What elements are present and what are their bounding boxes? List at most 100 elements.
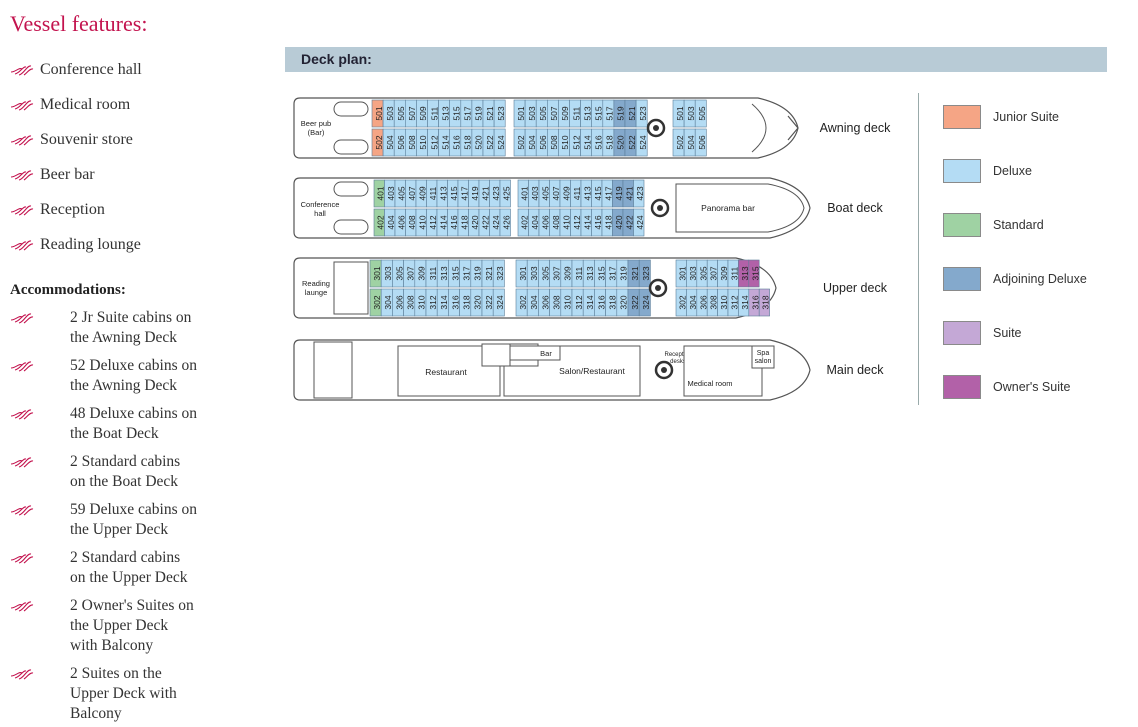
room-label: desks — [670, 359, 686, 365]
cabin-number: 522 — [485, 135, 495, 149]
cabin-number: 512 — [429, 135, 439, 149]
cabin-number: 414 — [439, 215, 449, 229]
cabin-number: 308 — [405, 295, 415, 309]
cabin-number: 316 — [750, 295, 760, 309]
cabin-number: 501 — [374, 106, 384, 120]
cabin-number: 505 — [396, 106, 406, 120]
cabin-number: 314 — [585, 295, 595, 309]
cabin-number: 316 — [450, 295, 460, 309]
room-label: Beer pub — [301, 119, 331, 128]
cabin-number: 519 — [474, 106, 484, 120]
cabin-number: 425 — [502, 186, 512, 200]
room-label: Bar — [540, 349, 552, 358]
panorama-bar-room — [675, 183, 805, 233]
cabin-number: 521 — [485, 106, 495, 120]
room-label: hall — [314, 209, 326, 218]
legend-swatch — [943, 267, 981, 291]
legend-item: Adjoining Deluxe — [943, 267, 1087, 291]
deck-label: Awning deck — [820, 121, 891, 135]
swirl-ornament-icon — [10, 204, 34, 216]
life-ring-center — [661, 367, 667, 373]
cabin-number: 308 — [709, 295, 719, 309]
cabin-number: 315 — [750, 266, 760, 280]
cabin-number: 513 — [582, 106, 592, 120]
medical-room — [683, 345, 763, 397]
cabin-number: 502 — [516, 135, 526, 149]
cabin-number: 516 — [594, 135, 604, 149]
cabin-number: 418 — [460, 215, 470, 229]
cabin-number: 515 — [452, 106, 462, 120]
cabin-number: 321 — [630, 266, 640, 280]
cabin-number: 424 — [635, 215, 645, 229]
cabin-number: 503 — [686, 106, 696, 120]
cabin-number: 521 — [627, 106, 637, 120]
accommodation-line: the Boat Deck — [70, 425, 159, 442]
cabin-number: 308 — [551, 295, 561, 309]
deck-label: Upper deck — [823, 281, 888, 295]
cabin-number: 304 — [383, 295, 393, 309]
accommodation-line: the Upper Deck — [70, 521, 169, 538]
cabin-425 — [499, 179, 511, 208]
cabin-number: 503 — [385, 106, 395, 120]
cabin-number: 408 — [551, 215, 561, 229]
cabin-number: 404 — [386, 215, 396, 229]
cabin-524 — [493, 128, 506, 157]
cabin-number: 306 — [540, 295, 550, 309]
cabin-number: 509 — [560, 106, 570, 120]
feature-item: Reading lounge — [10, 227, 250, 262]
life-ring-center — [653, 125, 659, 131]
legend-swatch — [943, 105, 981, 129]
cabin-number: 318 — [761, 295, 771, 309]
feature-label: Reception — [40, 200, 105, 218]
accommodation-item: 59 Deluxe cabins on the Upper Deck — [10, 500, 250, 540]
cabin-number: 314 — [439, 295, 449, 309]
legend-label: Suite — [993, 326, 1022, 340]
room-label: salon — [755, 358, 772, 365]
aft-block — [313, 341, 353, 399]
cabin-554 — [694, 128, 707, 157]
cabin-number: 301 — [518, 266, 528, 280]
deck-plan-header: Deck plan: — [285, 47, 1107, 72]
cabin-number: 516 — [452, 135, 462, 149]
cabin-number: 305 — [698, 266, 708, 280]
cabin-number: 413 — [439, 186, 449, 200]
cabin-number: 501 — [516, 106, 526, 120]
feature-label: Medical room — [40, 95, 131, 113]
cabin-553 — [694, 99, 707, 128]
cabin-number: 421 — [625, 186, 635, 200]
swirl-ornament-icon — [10, 99, 34, 111]
cabin-number: 405 — [397, 186, 407, 200]
cabin-number: 305 — [394, 266, 404, 280]
legend-swatch — [943, 213, 981, 237]
cabin-number: 310 — [719, 295, 729, 309]
cabin-number: 403 — [386, 186, 396, 200]
cabin-number: 324 — [495, 295, 505, 309]
cabin-number: 412 — [428, 215, 438, 229]
room-label: Spa — [757, 350, 770, 357]
cabin-number: 508 — [407, 135, 417, 149]
accommodation-line: the Awning Deck — [70, 329, 178, 346]
cabin-number: 423 — [635, 186, 645, 200]
cabin-number: 519 — [616, 106, 626, 120]
swirl-ornament-icon — [10, 457, 34, 468]
cabin-number: 507 — [407, 106, 417, 120]
legend-label: Adjoining Deluxe — [993, 272, 1087, 286]
cabin-number: 318 — [607, 295, 617, 309]
accommodation-line: 2 Standard cabins — [70, 549, 181, 566]
cabin-number: 305 — [540, 266, 550, 280]
feature-item: Beer bar — [10, 157, 250, 192]
cabin-number: 524 — [638, 135, 648, 149]
cabin-number: 509 — [418, 106, 428, 120]
cabin-number: 520 — [474, 135, 484, 149]
cabin-number: 403 — [530, 186, 540, 200]
cabin-number: 312 — [574, 295, 584, 309]
accommodation-line: 59 Deluxe cabins on — [70, 501, 197, 518]
cabin-number: 515 — [594, 106, 604, 120]
cabin-number: 506 — [396, 135, 406, 149]
cabin-number: 524 — [496, 135, 506, 149]
